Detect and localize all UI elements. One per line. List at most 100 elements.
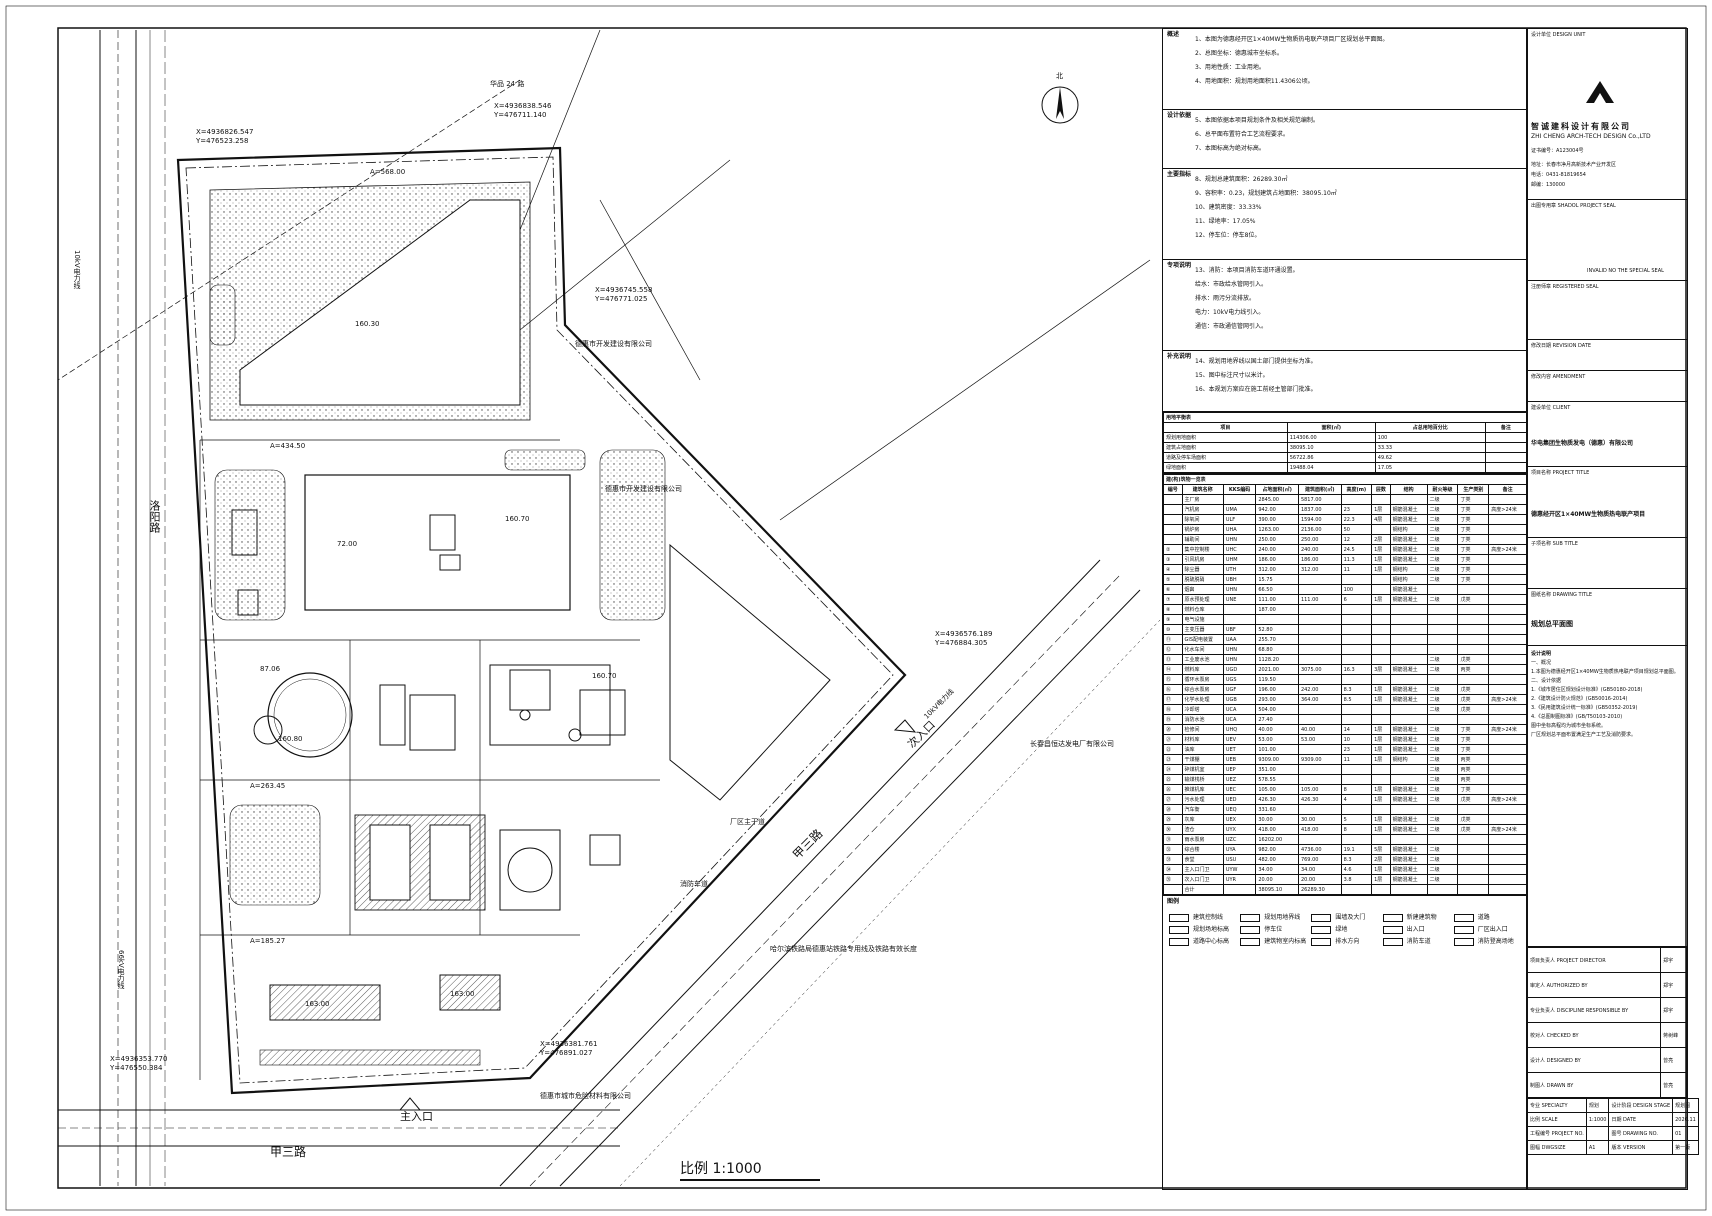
building-table-cell (1488, 514, 1527, 525)
building-table-cell (1297, 764, 1342, 775)
building-table-cell: 钢筋混凝土 (1389, 584, 1428, 595)
building-table-cell (1488, 784, 1527, 795)
building-table-cell: 钢筋混凝土 (1389, 824, 1428, 835)
spec-line: 厂区规划总平面布置满足生产工艺及消防要求。 (1531, 732, 1637, 738)
building-table-cell: 250.00 (1255, 534, 1299, 545)
building-table-cell: 4 (1340, 794, 1373, 805)
building-table-cell: 二级 (1426, 744, 1459, 755)
building-table-cell: 戊类 (1457, 704, 1490, 715)
building-table-cell: ⑤ (1163, 574, 1183, 585)
building-table-cell (1340, 624, 1373, 635)
building-table-cell (1163, 494, 1183, 505)
building-table-cell: UHN (1222, 534, 1257, 545)
notes-indicators: 主要指标 8、规划总建筑面积：26289.30㎡ 9、容积率：0.23，规划建筑… (1163, 169, 1527, 260)
dim-a: A=568.00 (370, 168, 406, 176)
building-table-cell (1371, 654, 1391, 665)
info-cell: 2020.11 (1672, 1112, 1699, 1127)
building-table-cell: 111.00 (1297, 594, 1342, 605)
building-table-cell: 二级 (1426, 844, 1459, 855)
building-table-cell (1340, 494, 1373, 505)
building-table-cell (1371, 884, 1391, 895)
legend-item: 建筑物室内标高 (1240, 938, 1307, 946)
building-table-cell: 钢结构 (1389, 574, 1428, 585)
building-table-cell: 丁类 (1457, 494, 1490, 505)
building-table-cell (1426, 674, 1459, 685)
building-table-cell (1340, 674, 1373, 685)
building-table-cell: 240.00 (1255, 544, 1299, 555)
building-table-cell: ⑯ (1163, 684, 1183, 695)
building-table-cell: UCA (1222, 704, 1257, 715)
building-table-cell (1371, 624, 1391, 635)
building-table-cell: 丙类 (1457, 754, 1490, 765)
building-table-cell: 11 (1340, 754, 1373, 765)
neighbor-north: 德惠市开发建设有限公司 (575, 340, 652, 348)
building-table-cell: 66.50 (1255, 584, 1299, 595)
building-table-cell (1457, 874, 1490, 885)
signature-cell: 曾亮 (1660, 1072, 1687, 1098)
building-table-cell: 戊类 (1457, 814, 1490, 825)
land-table-cell: 建筑占地面积 (1163, 442, 1288, 453)
building-table-cell (1488, 664, 1527, 675)
building-table-cell: UHN (1222, 644, 1257, 655)
info-cell: 第一版 (1672, 1140, 1699, 1155)
building-table-cell: 105.00 (1255, 784, 1299, 795)
building-table-cell (1457, 804, 1490, 815)
building-table-cell (1297, 834, 1342, 845)
land-table-cell (1484, 462, 1527, 473)
building-table-cell: 高度>24米 (1488, 824, 1527, 835)
building-table-cell: 戊类 (1457, 594, 1490, 605)
building-table-cell: UMA (1222, 504, 1257, 515)
building-table-cell: 丙类 (1457, 774, 1490, 785)
legend-swatch (1453, 926, 1474, 934)
building-table-cell (1389, 654, 1428, 665)
building-table-cell: 二级 (1426, 784, 1459, 795)
notes-special: 专项说明 13、消防：本项目消防车道环通设置。 给水：市政给水管网引入。 排水：… (1163, 260, 1527, 351)
legend-label: 规划场地标高 (1193, 926, 1230, 933)
building-table-cell: 1层 (1371, 874, 1391, 885)
office-building-2 (439, 974, 501, 1011)
spec-line: 二、设计依据 (1531, 678, 1562, 684)
building-table-cell: ⑩ (1163, 624, 1183, 635)
building-table-cell: ㉘ (1163, 804, 1183, 815)
legend-item: 停车位 (1240, 926, 1307, 934)
building-table-cell: ⑱ (1163, 704, 1183, 715)
building-table-cell: 1层 (1371, 824, 1391, 835)
building-table-cell (1340, 654, 1373, 665)
building-table-cell: 8.3 (1340, 684, 1373, 695)
building-table-cell: UHQ (1222, 724, 1257, 735)
building-table-cell (1488, 704, 1527, 715)
building-table-cell: 9309.00 (1255, 754, 1299, 765)
building-table-cell: 196.00 (1255, 684, 1299, 695)
building-table-cell (1457, 584, 1490, 595)
building-table-cell: 钢筋混凝土 (1389, 864, 1428, 875)
building-table-cell: 10 (1340, 734, 1373, 745)
legend-label: 规划用地界线 (1264, 914, 1301, 921)
building-table-cell (1222, 604, 1257, 615)
building-table-cell: 二级 (1426, 854, 1459, 865)
main-gate-arrow (398, 1097, 422, 1111)
building-table-cell: 次入口门卫 (1181, 874, 1224, 885)
building-table-cell: UED (1222, 794, 1257, 805)
building-table-cell (1426, 834, 1459, 845)
building-table-cell (1488, 554, 1527, 565)
building-table-cell (1457, 884, 1490, 895)
south-road (58, 1109, 620, 1147)
land-table-header: 项目 (1163, 422, 1288, 433)
building-table-cell: 1层 (1371, 594, 1391, 605)
building-table-cell: ULF (1222, 514, 1257, 525)
building-table-cell: 11 (1340, 564, 1373, 575)
building-table-cell: 钢筋混凝土 (1389, 694, 1428, 705)
coord-8: Y=476884.305 (935, 639, 988, 647)
building-table-cell (1457, 644, 1490, 655)
building-table-cell (1389, 714, 1428, 725)
land-table-cell: 33.33 (1374, 442, 1486, 453)
legend-swatch (1382, 914, 1403, 922)
building-table-cell (1340, 604, 1373, 615)
